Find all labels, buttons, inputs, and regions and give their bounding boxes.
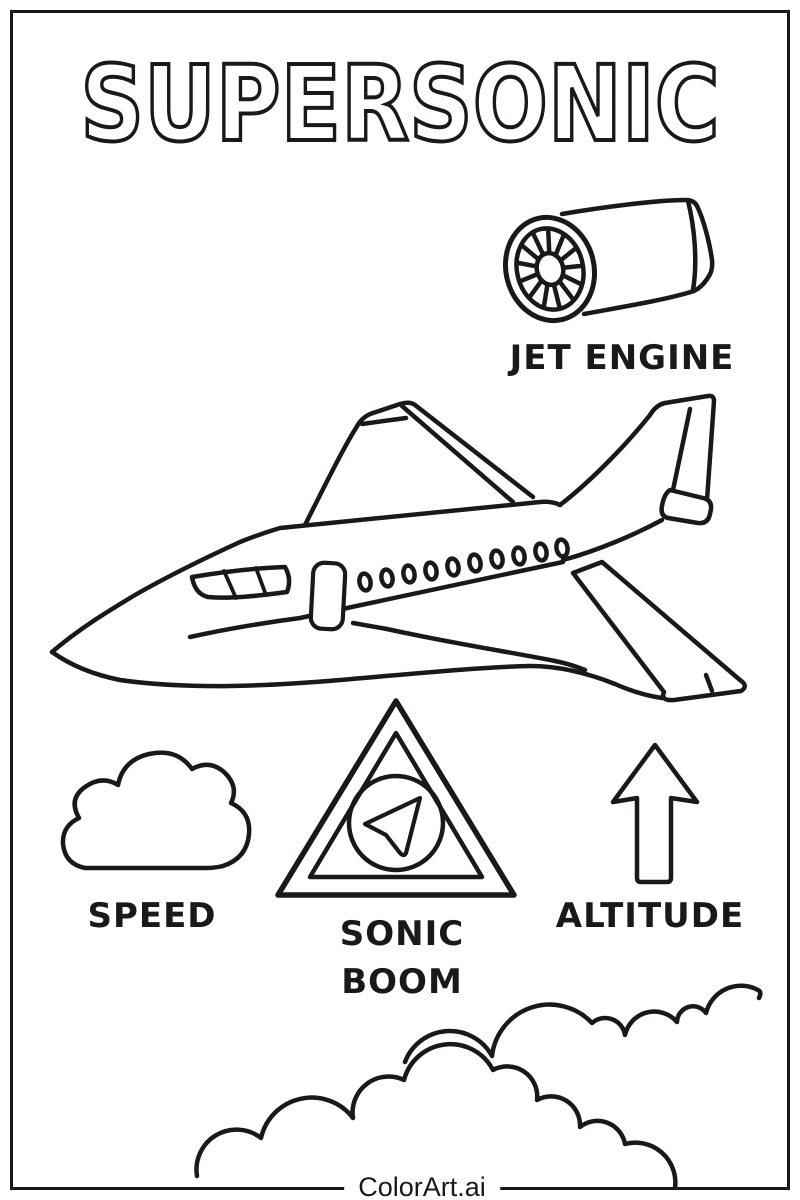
bottom-clouds-illustration [194,983,763,1190]
jet-rudder-line [670,406,693,493]
altitude-label: ALTITUDE [555,896,745,936]
sonic-boom-triangle-illustration [275,698,517,898]
jet-far-wing-trailing-inner [399,403,516,505]
jet-rear-belly-line [560,517,665,563]
page-title: SUPERSONIC [79,43,722,165]
engine-fan-hub [533,250,566,287]
jet-door [308,560,348,632]
jet-tail-fin [557,393,717,508]
jet-windows [357,537,570,593]
back-cloud-outline [402,983,763,1065]
footer-brand: ColorArt.ai [344,1172,500,1200]
sonic-boom-label: SONIC BOOM [282,910,522,1007]
jet-engine-label: JET ENGINE [509,338,735,378]
jet-tail-cone-cap [659,487,714,526]
jet-near-wing [570,559,747,703]
sonic-boom-label-line2: BOOM [341,962,463,1003]
jet-windshield-divider-1 [222,569,238,600]
engine-endcap-seam [685,198,698,293]
sonic-boom-outer-triangle [275,698,517,898]
sonic-boom-label-line1: SONIC [339,914,465,954]
speed-cloud-outline [60,750,252,871]
sonic-boom-circle [346,773,446,873]
jet-fuselage-top [49,499,563,655]
jet-windshield-divider-2 [254,566,268,597]
speed-cloud-illustration [60,750,252,871]
front-cloud-fill [196,1044,676,1190]
jet-near-wing-tip-line [703,672,715,694]
jet-wing-root-fairing [350,620,588,673]
paper-plane-icon [362,795,423,858]
front-cloud-outline [194,1041,678,1190]
jet-belly-outline [49,649,665,701]
supersonic-jet-illustration [49,393,747,703]
speed-label: SPEED [87,896,217,936]
jet-far-wing-trailing-outer [412,402,536,500]
jet-engine-illustration [502,197,715,324]
jet-far-wing-leading-edge [302,400,418,528]
altitude-arrow-illustration [610,742,700,885]
engine-fan-blades [509,223,591,315]
jet-windshield [189,564,292,600]
engine-body [559,197,715,317]
jet-far-wing-tip-cap [359,415,409,427]
jet-side-crease-line [187,559,566,640]
up-arrow-icon [610,742,700,885]
